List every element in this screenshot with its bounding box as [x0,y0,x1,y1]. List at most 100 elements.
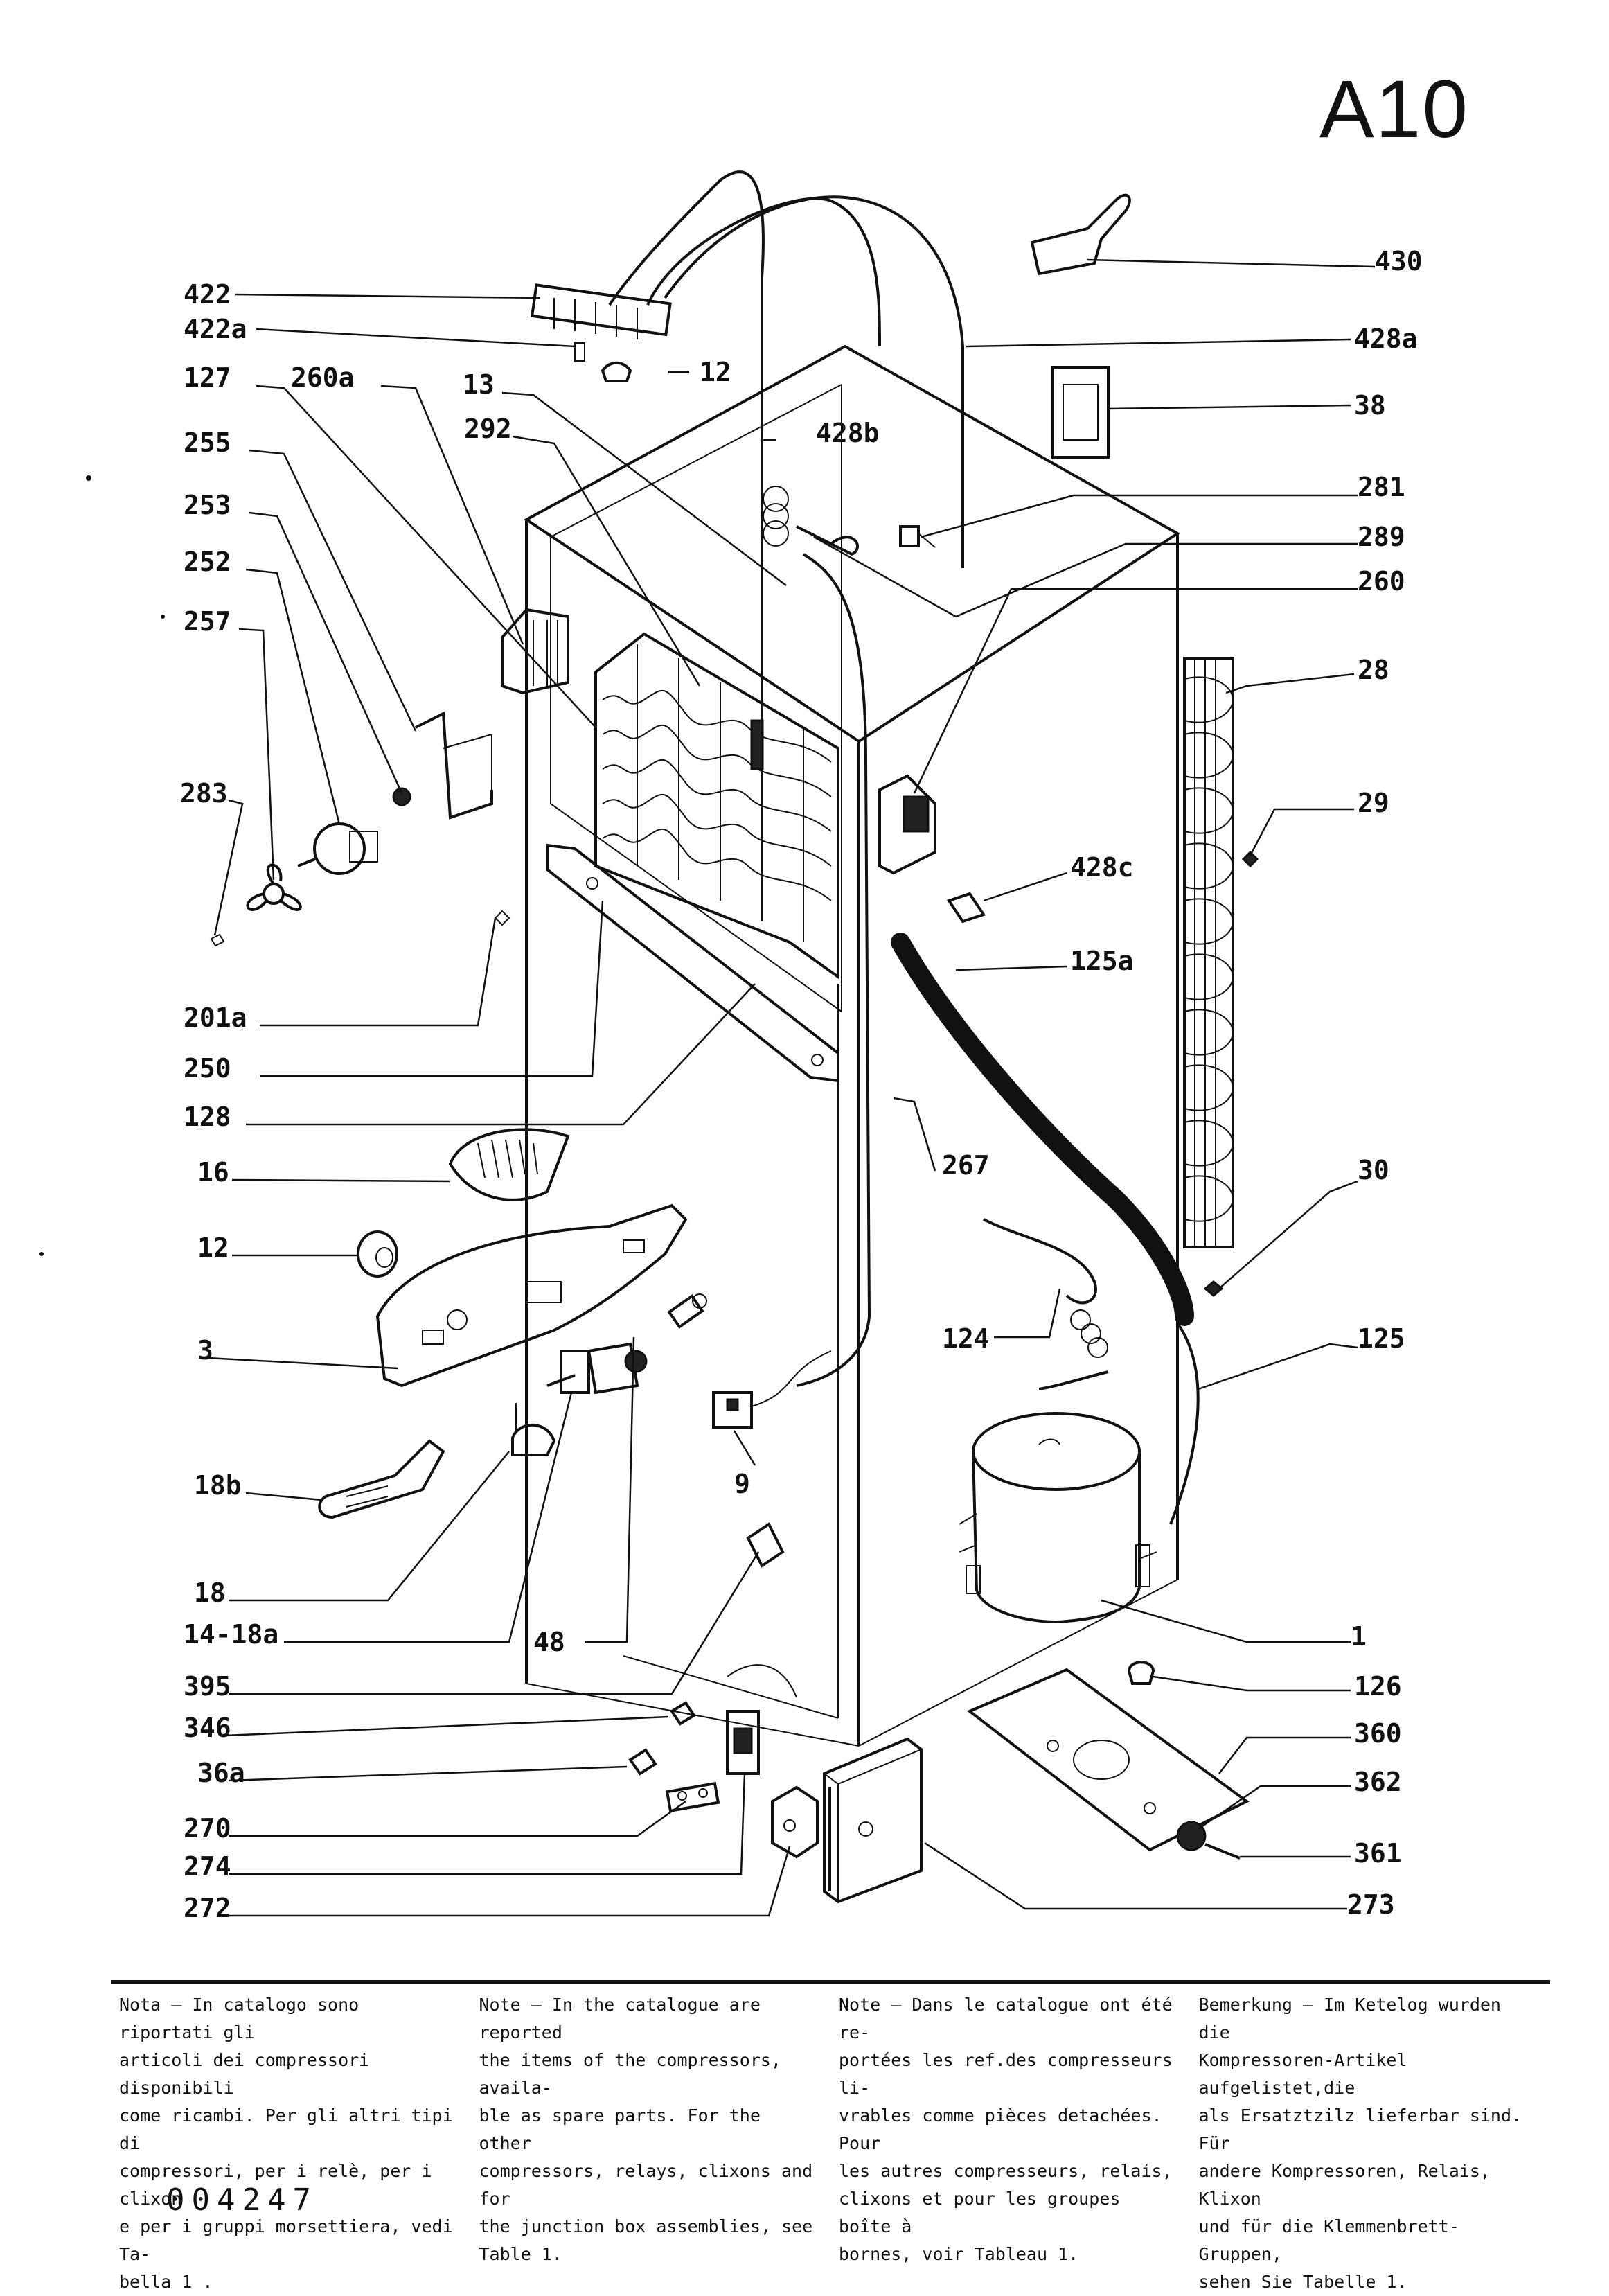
callout-127: 127 [184,362,231,393]
knob-48 [667,1293,707,1329]
thermostat-knob-18b [318,1439,445,1519]
callout-428a: 428a [1354,324,1418,354]
note-italian: Nota – In catalogo sono riportati gli ar… [111,1984,471,2296]
compressor-1 [959,1412,1157,1623]
bracket-395 [746,1522,785,1568]
lamp-12 [357,1230,398,1278]
callout-36a: 36a [197,1758,245,1788]
callout-labels: 422 422a 127 260a 13 12 292 428b 255 253… [180,246,1423,1923]
suction-tube-125a [891,933,1194,1326]
terminal-422a [574,342,585,362]
knob-18 [511,1423,556,1456]
note-line: bornes, voir Tableau 1. [839,2244,1079,2264]
callout-12-top: 12 [700,357,731,387]
junction-box-273 [823,1737,923,1904]
callout-270: 270 [184,1813,231,1844]
note-line: Nota – In catalogo sono riportati gli [119,1995,359,2042]
note-line: Table 1. [479,2244,562,2264]
note-line: compressori, per i relè, per i clixon [119,2161,432,2209]
exploded-view-diagram: 422 422a 127 260a 13 12 292 428b 255 253… [39,170,1423,1923]
callout-9: 9 [734,1469,750,1499]
callout-18b: 18b [194,1470,242,1501]
note-line: e per i gruppi morsettiera, vedi Ta- [119,2216,453,2264]
callout-16: 16 [197,1157,229,1187]
callout-201a: 201a [184,1003,247,1033]
callout-395: 395 [184,1671,231,1702]
callout-346: 346 [184,1713,231,1743]
note-line: come ricambi. Per gli altri tipi di [119,2105,453,2153]
cap-346 [670,1701,696,1726]
callout-257: 257 [184,606,231,637]
note-line: portées les ref.des compresseurs li- [839,2050,1173,2098]
callout-38: 38 [1354,390,1386,421]
callout-430: 430 [1375,246,1423,276]
callout-1: 1 [1351,1621,1367,1652]
note-line: andere Kompressoren, Relais, Klixon [1198,2161,1491,2209]
terminal-270 [665,1781,720,1813]
callout-12: 12 [197,1233,229,1263]
light-cover-16 [448,1128,570,1201]
discharge-tube-125 [1169,1322,1200,1525]
note-german: Bemerkung – Im Ketelog wurden die Kompre… [1191,1984,1551,2296]
clamp-281 [899,525,936,548]
thermostat-260 [878,774,936,875]
callout-252: 252 [184,547,231,577]
fan-bracket-255 [415,711,493,820]
cap-36a [628,1748,657,1776]
clip-428c [946,892,986,924]
bracket-38 [1051,366,1110,459]
callout-255: 255 [184,427,231,458]
base-plate-360 [967,1668,1250,1852]
note-english: Note – In the catalogue are reported the… [471,1984,831,2296]
note-line: Note – In the catalogue are reported [479,1995,761,2042]
callout-360: 360 [1354,1718,1402,1749]
thermostat-housing-3 [375,1203,688,1388]
callout-14-18a: 14-18a [184,1619,278,1650]
callout-18: 18 [194,1578,226,1608]
sheet-code: A10 [1319,64,1469,155]
screw-361 [1204,1843,1241,1860]
clip-283 [210,933,225,947]
capillary-124 [983,1218,1097,1305]
condenser-28 [1183,657,1234,1248]
callout-260a: 260a [291,362,355,393]
note-line: Note – Dans le catalogue ont été re- [839,1995,1173,2042]
note-line: Kompressoren-Artikel aufgelistet,die [1198,2050,1407,2098]
callout-13: 13 [463,369,495,400]
callout-29: 29 [1358,788,1389,818]
screw-201a [494,910,510,926]
callout-250: 250 [184,1053,231,1084]
callout-272: 272 [184,1893,231,1923]
callout-126: 126 [1354,1671,1402,1702]
connector-block-422 [530,283,672,337]
callout-283: 283 [180,778,228,809]
note-line: und für die Klemmenbrett-Gruppen, [1198,2216,1459,2264]
callout-361: 361 [1354,1838,1402,1869]
lamp-12-top [601,361,632,382]
callout-28: 28 [1358,655,1389,685]
callout-422: 422 [184,279,231,310]
clip-30 [1203,1280,1224,1297]
note-line: ble as spare parts. For the other [479,2105,761,2153]
note-line: als Ersatztzilz lieferbar sind. Für [1198,2105,1522,2153]
cabinet [524,344,1180,1747]
callout-30: 30 [1358,1155,1389,1185]
callout-274: 274 [184,1851,231,1882]
callout-267: 267 [942,1150,990,1181]
callout-125: 125 [1358,1323,1405,1354]
note-line: clixons et pour les groupes boîte à [839,2189,1121,2236]
callout-428c: 428c [1070,852,1134,883]
notes-panel: Nota – In catalogo sono riportati gli ar… [111,1980,1550,2296]
note-line: compressors, relays, clixons and for [479,2161,813,2209]
callout-128: 128 [184,1102,231,1132]
note-line: vrables comme pièces detachées. Pour [839,2105,1162,2153]
callout-260: 260 [1358,566,1405,597]
note-line: the items of the compressors, availa- [479,2050,782,2098]
callout-281: 281 [1358,472,1405,502]
thermostat-260a [501,608,569,695]
relay-272 [771,1785,819,1859]
callout-428b: 428b [816,418,880,448]
callout-48: 48 [533,1627,565,1657]
inner-liner [550,383,842,1013]
note-line: articoli dei compressori disponibili [119,2050,370,2098]
